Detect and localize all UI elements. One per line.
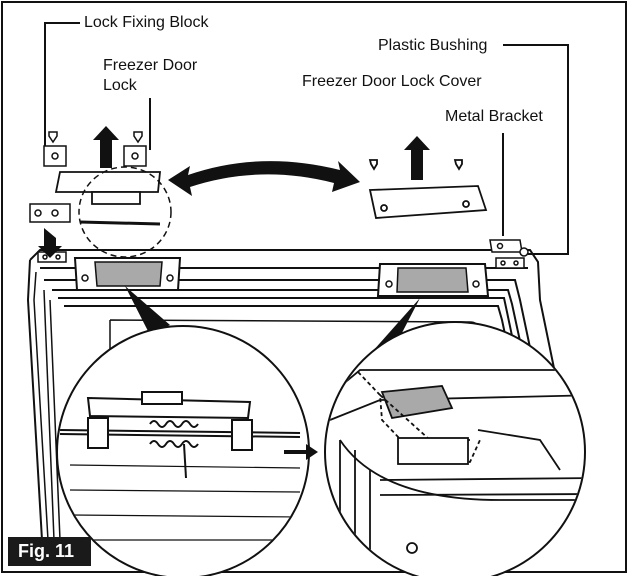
- zoom-pointer-left: [125, 286, 170, 335]
- label-freezer-door-lock-cover: Freezer Door Lock Cover: [300, 72, 484, 92]
- leader-plastic-bushing: [503, 44, 569, 255]
- spring-coil: [149, 420, 199, 479]
- door-lock-recess-right: [376, 263, 490, 297]
- lift-up-arrow-right: [404, 136, 430, 180]
- freezer-door-lock-cover-part: [368, 159, 488, 219]
- door-lock-recess-left: [73, 257, 182, 291]
- label-lock-fixing-block: Lock Fixing Block: [82, 13, 211, 33]
- label-metal-bracket: Metal Bracket: [443, 107, 545, 127]
- screw-icon: [453, 159, 463, 171]
- lift-up-arrow-left: [93, 126, 119, 168]
- zoom-view-spring-detail: [56, 325, 310, 576]
- freezer-door-lock-part: [54, 171, 161, 226]
- zoom-pointer-right: [372, 298, 420, 356]
- label-plastic-bushing: Plastic Bushing: [376, 36, 490, 56]
- lock-cover-in-place: [380, 385, 454, 420]
- metal-bracket-part: [489, 239, 529, 257]
- hinge-small-part: [29, 203, 71, 223]
- leader-lock-fixing-block: [44, 22, 80, 150]
- screw-icon: [368, 159, 378, 171]
- down-arrow-icon: [38, 228, 62, 258]
- zoom-source-circle: [78, 166, 172, 258]
- zoom-view-cover-detail: [324, 321, 586, 576]
- leader-lines: [44, 22, 569, 255]
- right-arrow-icon: [284, 444, 318, 460]
- screw-icon: [48, 131, 58, 144]
- figure-number-badge: Fig. 11: [8, 537, 91, 566]
- door-corner-bracket-right: [495, 257, 525, 269]
- lock-fixing-block: [43, 131, 147, 167]
- label-freezer-door-lock: Freezer Door Lock: [101, 56, 225, 96]
- swap-double-arrow: [168, 161, 360, 196]
- screw-icon: [133, 131, 143, 144]
